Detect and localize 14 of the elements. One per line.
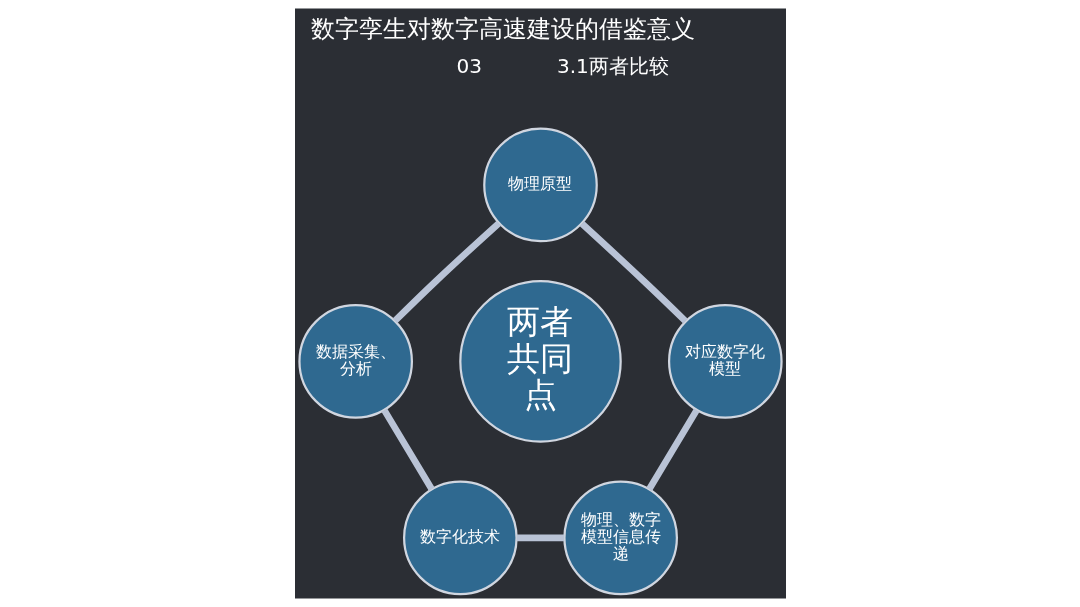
label: 3.1两者比较 <box>556 54 669 79</box>
node-circle: 两者共同点 <box>458 280 622 443</box>
connector <box>579 221 688 324</box>
node-circle: 物理、数字模型信息传递 <box>562 480 678 596</box>
node-circle: 对应数字化模型 <box>667 304 783 419</box>
connector <box>516 534 564 542</box>
label: 03 <box>455 54 482 79</box>
connector <box>380 408 435 491</box>
node-circle: 数据采集、分析 <box>297 304 413 419</box>
connector <box>645 408 700 491</box>
connector <box>392 220 501 324</box>
diagram-title: 数字孪生对数字高速建设的借鉴意义 <box>310 13 695 43</box>
node-circle: 物理原型 <box>482 127 598 243</box>
node-circle: 数字化技术 <box>402 480 518 596</box>
